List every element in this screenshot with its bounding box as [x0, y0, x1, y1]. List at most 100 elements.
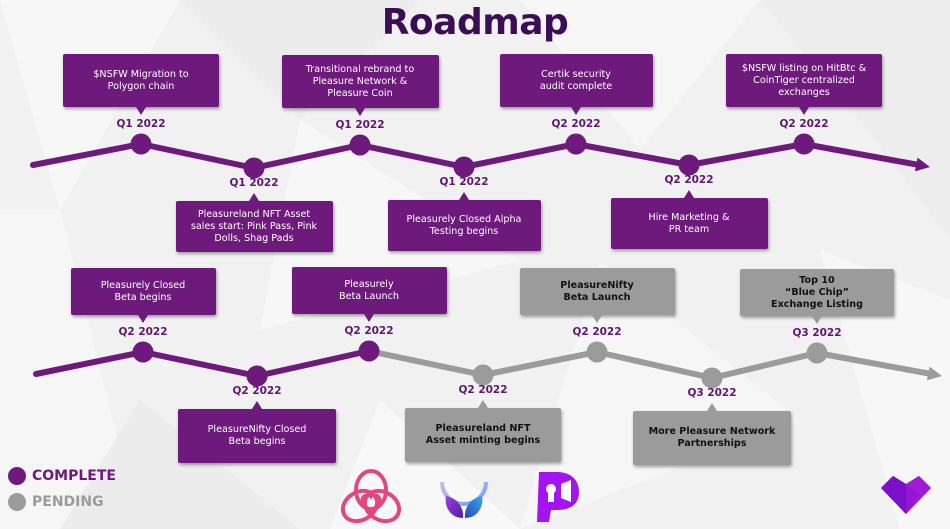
- timeline-segment: [709, 350, 820, 381]
- trefoil-heart-logo-icon: [340, 469, 402, 524]
- milestone-text: Pleasurely Closed: [100, 279, 186, 291]
- pointer-triangle-icon: [478, 400, 488, 408]
- timeline-segment: [573, 141, 692, 168]
- timeline-node: [701, 367, 723, 389]
- complete-dot-icon: [8, 467, 26, 485]
- timeline-segment: [254, 348, 372, 379]
- milestone-box: Top 10“Blue Chip”Exchange Listing: [740, 269, 894, 324]
- milestone-text: Transitional rebrand to: [305, 63, 415, 75]
- timeline-node: [349, 134, 371, 156]
- milestone-date: Q1 2022: [229, 177, 279, 189]
- pointer-triangle-icon: [707, 403, 717, 411]
- pointer-triangle-icon: [138, 315, 148, 323]
- milestone-text: Dolls, Shag Pads: [214, 232, 294, 244]
- milestone-text: Beta Launch: [563, 291, 631, 303]
- milestone-text: PleasureNifty: [560, 279, 634, 291]
- gem-heart-logo-icon: [881, 476, 931, 514]
- timeline-node: [806, 342, 828, 364]
- milestone-date: Q2 2022: [572, 326, 622, 338]
- timeline-segment: [33, 349, 146, 377]
- legend-label: COMPLETE: [32, 468, 116, 484]
- milestone-text: Beta begins: [114, 291, 172, 303]
- milestone-date: Q3 2022: [792, 327, 842, 339]
- timeline-node: [678, 154, 700, 176]
- milestone-text: Pleasurely Closed Alpha: [406, 213, 522, 225]
- milestone-text: Beta begins: [228, 436, 286, 447]
- timeline-node: [586, 341, 608, 363]
- timeline-node: [243, 157, 265, 179]
- milestone-date: Q2 2022: [551, 118, 601, 130]
- p-keyhole-logo-icon: [537, 472, 579, 522]
- milestone-text: CoinTiger centralized: [753, 74, 855, 86]
- milestone-text: $NSFW Migration to: [93, 68, 189, 80]
- legend-label: PENDING: [32, 494, 104, 510]
- timeline-segment: [461, 141, 579, 170]
- milestone-text: PR team: [668, 223, 710, 235]
- milestone-text: Testing begins: [429, 225, 499, 237]
- milestone-text: sales start: Pink Pass, Pink: [190, 220, 318, 232]
- timeline-node: [246, 365, 268, 387]
- milestone-date: Q3 2022: [687, 387, 737, 399]
- milestone-text: “Blue Chip”: [785, 286, 849, 298]
- milestone-text: Partnerships: [677, 438, 747, 449]
- timeline-segment: [686, 141, 807, 168]
- timeline-node: [453, 156, 475, 178]
- milestone-text: exchanges: [778, 86, 830, 98]
- timeline-node: [358, 340, 380, 362]
- milestone-text: Pleasureland NFT: [435, 423, 531, 434]
- milestone-text: More Pleasure Network: [648, 426, 776, 437]
- pointer-triangle-icon: [459, 192, 469, 200]
- timeline-segment: [814, 350, 932, 377]
- pointer-triangle-icon: [684, 190, 694, 198]
- pointer-triangle-icon: [355, 108, 365, 116]
- timeline-segment: [138, 141, 257, 171]
- pointer-triangle-icon: [799, 107, 809, 115]
- milestone-date: Q1 2022: [439, 176, 489, 188]
- milestone-text: Exchange Listing: [771, 298, 863, 310]
- milestone-date: Q2 2022: [344, 325, 394, 337]
- timeline-segment: [251, 142, 363, 171]
- milestone-text: Top 10: [799, 274, 835, 286]
- pending-dot-icon: [8, 493, 26, 511]
- pointer-triangle-icon: [136, 107, 146, 115]
- timeline-segment: [140, 349, 260, 379]
- pointer-triangle-icon: [812, 316, 822, 324]
- milestone-text: Asset minting begins: [425, 435, 541, 446]
- milestone-text: Beta Launch: [339, 290, 399, 302]
- page-title: Roadmap: [381, 2, 569, 43]
- timeline-segment: [801, 141, 920, 168]
- milestone-text: Polygon chain: [107, 80, 175, 92]
- legend-complete: COMPLETE: [8, 467, 116, 485]
- timeline-node: [793, 133, 815, 155]
- milestone-date: Q1 2022: [335, 119, 385, 131]
- milestone-text: Pleasure Network &: [312, 75, 408, 87]
- legend-pending: PENDING: [8, 493, 104, 511]
- timeline-node: [565, 133, 587, 155]
- milestone-text: Pleasureland NFT Asset: [197, 208, 311, 220]
- timeline-node: [472, 364, 494, 386]
- milestone-text: Pleasurely: [344, 278, 394, 290]
- timeline-node: [132, 341, 154, 363]
- timeline-segment: [594, 349, 715, 381]
- milestone-date: Q2 2022: [779, 118, 829, 130]
- milestone-date: Q2 2022: [118, 326, 168, 338]
- pointer-triangle-icon: [252, 401, 262, 409]
- milestone-box: $NSFW listing on HitBtc &CoinTiger centr…: [726, 54, 882, 115]
- leaf-orb-logo-icon: [440, 481, 488, 518]
- timeline-segment: [480, 349, 600, 378]
- arrow-head-icon: [926, 366, 942, 381]
- milestone-text: Hire Marketing &: [648, 211, 730, 223]
- milestone-date: Q2 2022: [458, 384, 508, 396]
